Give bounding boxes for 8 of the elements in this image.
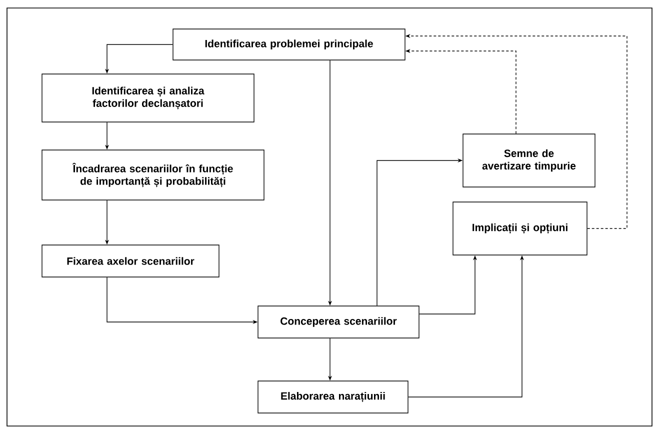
process-box: Elaborarea narațiunii (258, 380, 408, 414)
process-box: Conceperea scenariilor (258, 306, 420, 338)
process-box: Semne de avertizare timpurie (462, 134, 596, 188)
process-box: Identificarea și analiza factorilor declanșatori (42, 74, 254, 122)
process-box: Fixarea axelor scenariilor (42, 244, 220, 278)
process-box: Identificarea problemei principale (172, 28, 406, 60)
process-box: Implicații și opțiuni (452, 202, 588, 256)
process-box: Încadrarea scenariilor în funcție de importanță și probabilități (42, 150, 264, 200)
